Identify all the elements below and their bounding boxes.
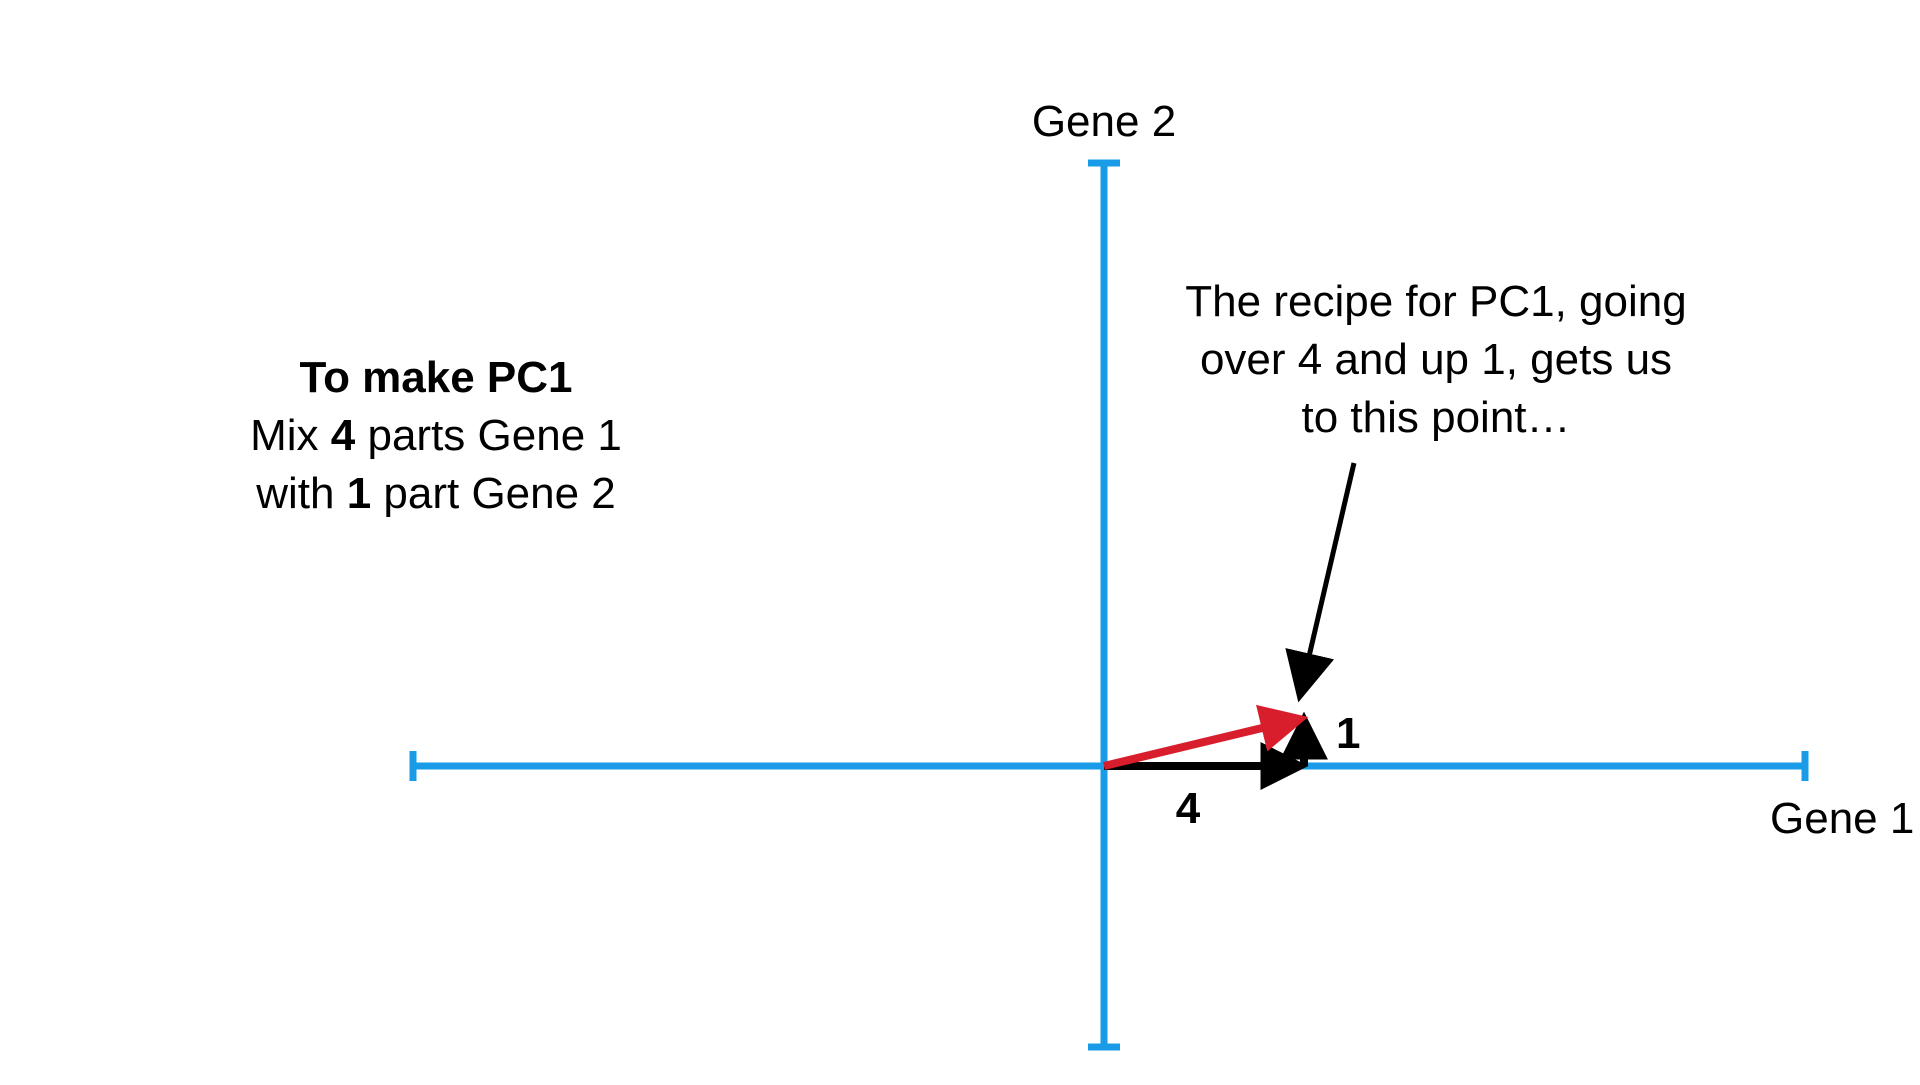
callout-line-2: over 4 and up 1, gets us bbox=[1200, 335, 1672, 384]
gene2-axis-label: Gene 2 bbox=[1032, 97, 1176, 146]
callout-pointer-arrow bbox=[1285, 462, 1357, 703]
gene2-axis bbox=[1088, 159, 1120, 1051]
callout-line-3: to this point… bbox=[1301, 393, 1570, 442]
over-component-label: 4 bbox=[1176, 784, 1201, 833]
recipe-line-2-suffix: part Gene 2 bbox=[371, 469, 616, 518]
pc1-vector-arrow bbox=[1103, 704, 1309, 770]
recipe-line-1-suffix: parts Gene 1 bbox=[355, 411, 622, 460]
gene1-axis-label: Gene 1 bbox=[1770, 794, 1914, 843]
recipe-line-2: with 1 part Gene 2 bbox=[255, 469, 616, 518]
recipe-line-1: Mix 4 parts Gene 1 bbox=[250, 411, 622, 460]
up-component-label: 1 bbox=[1336, 709, 1360, 758]
callout-line-1: The recipe for PC1, going bbox=[1185, 277, 1686, 326]
recipe-title: To make PC1 bbox=[299, 353, 572, 402]
recipe-line-2-prefix: with bbox=[255, 469, 346, 518]
recipe-gene2-parts: 1 bbox=[347, 469, 371, 518]
recipe-gene1-parts: 4 bbox=[331, 411, 356, 460]
recipe-line-1-prefix: Mix bbox=[250, 411, 331, 460]
